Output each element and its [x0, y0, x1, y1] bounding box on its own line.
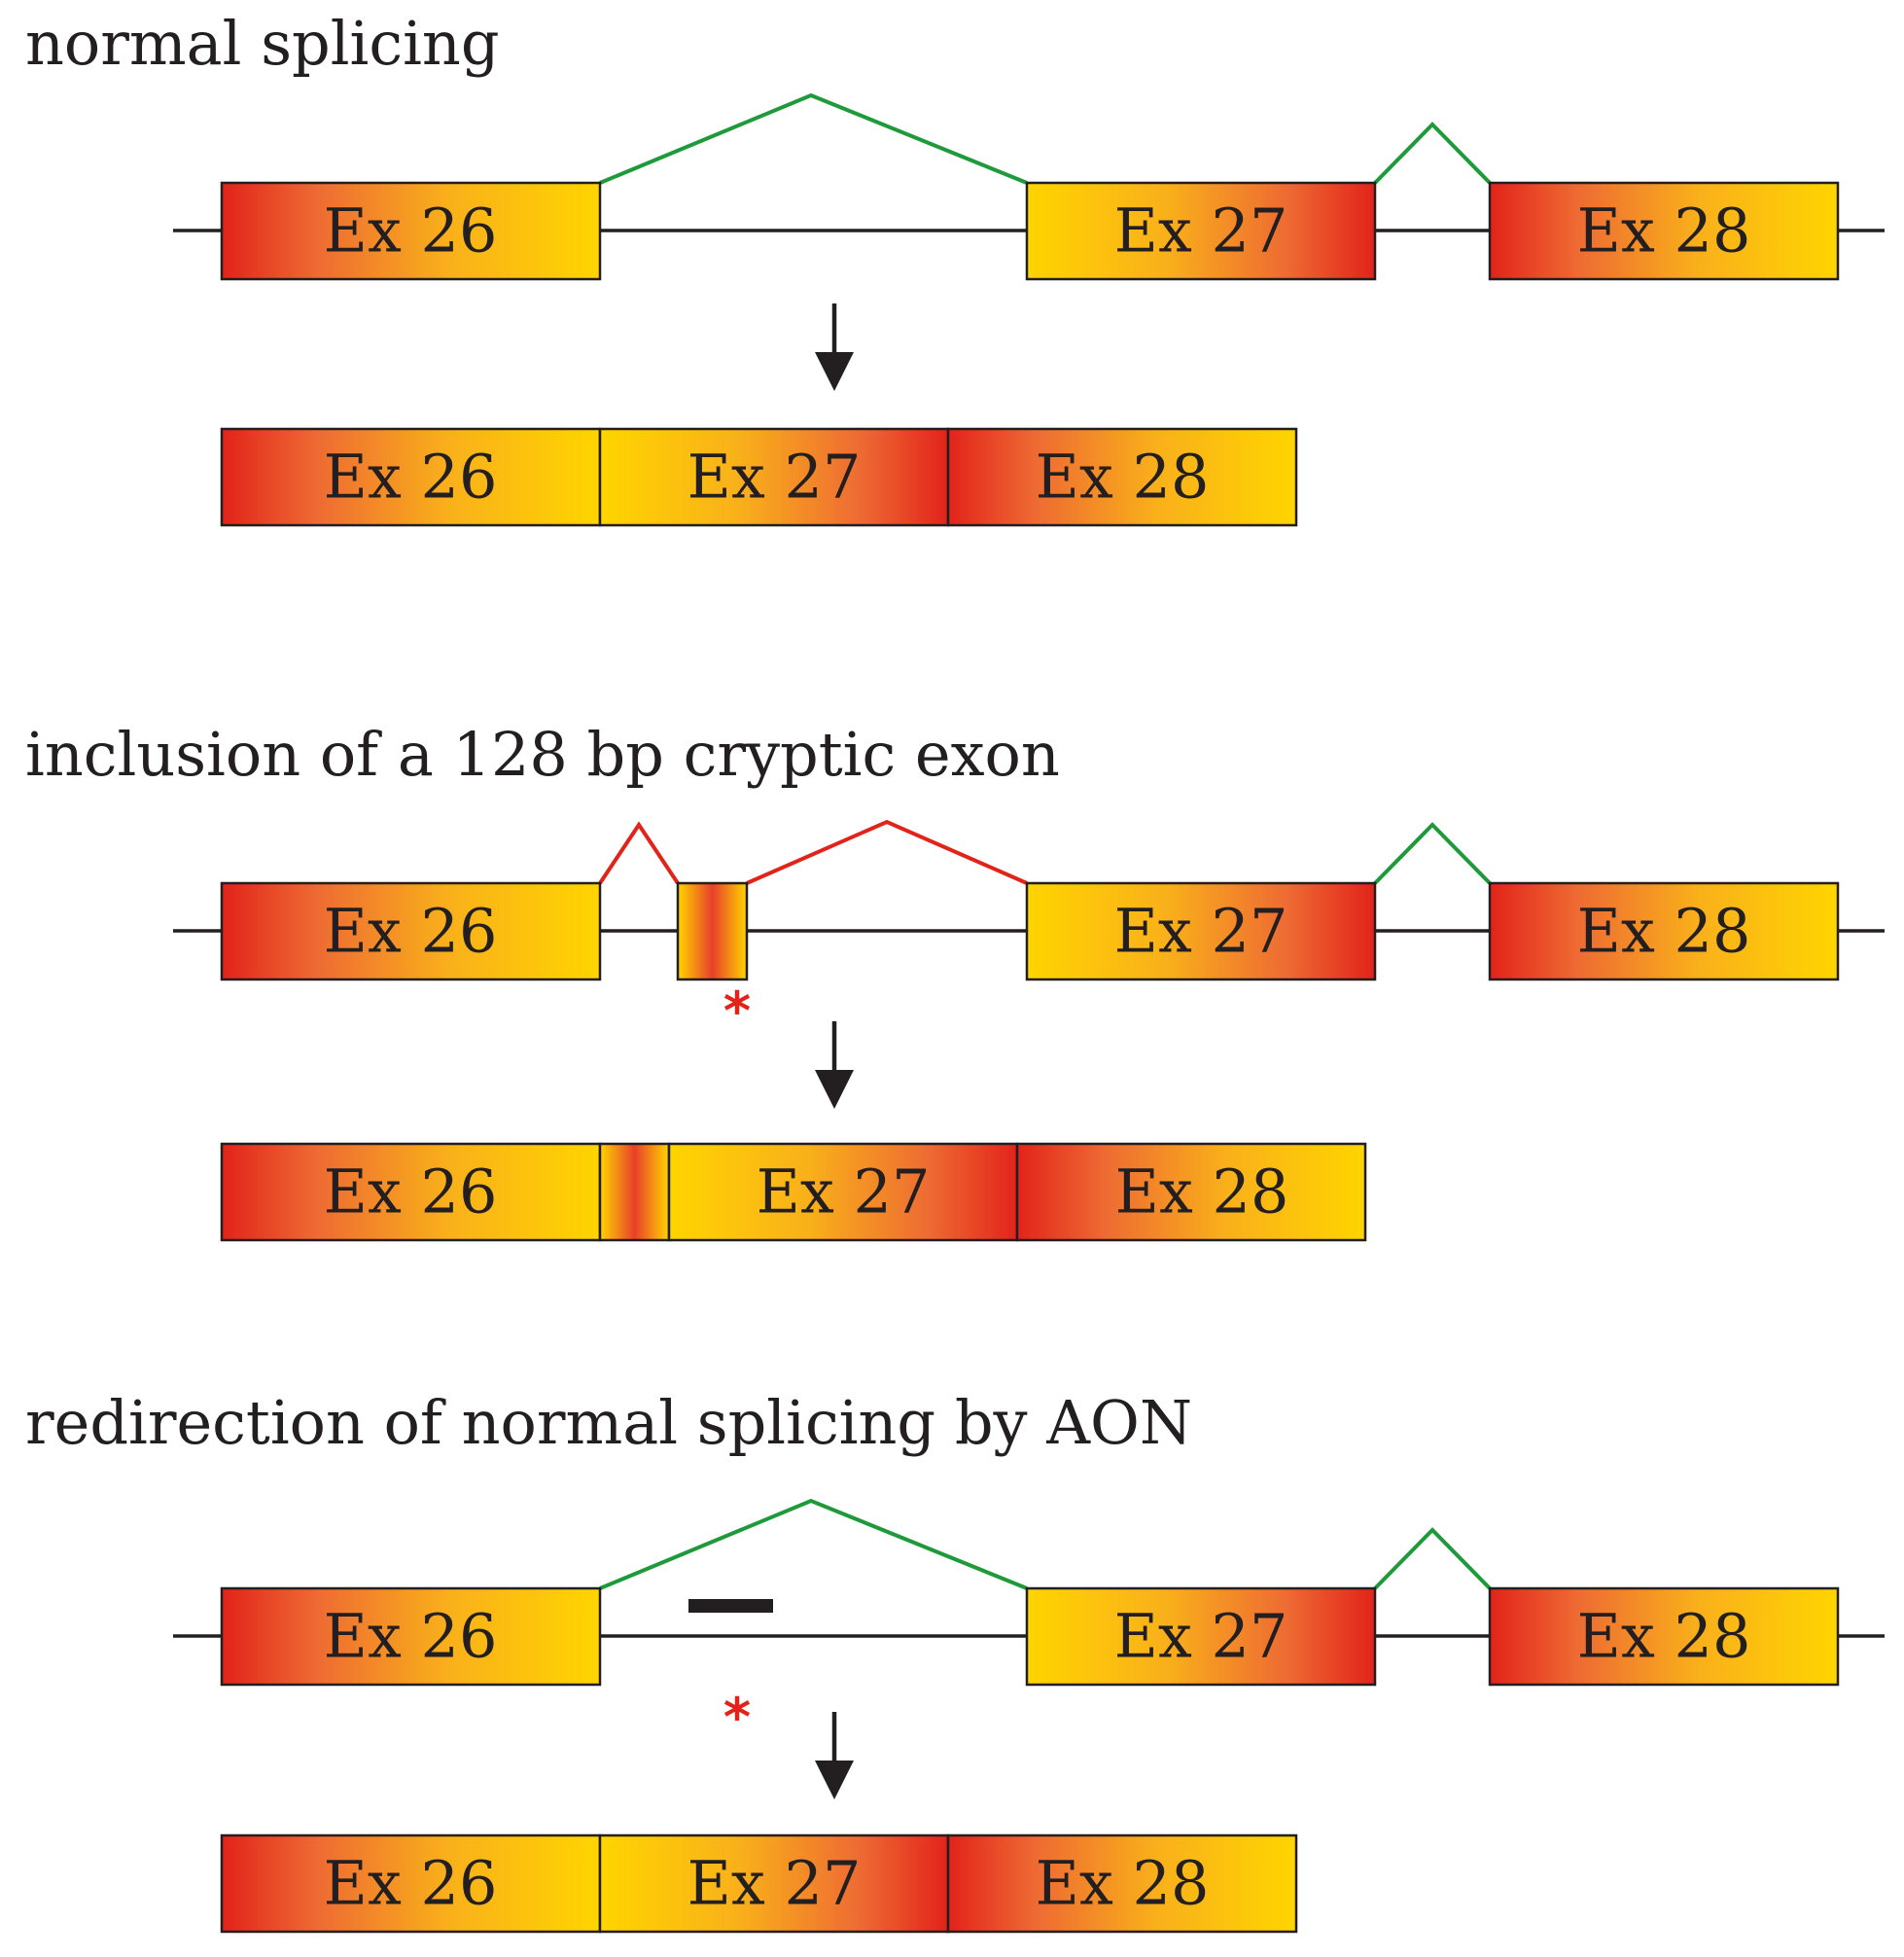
exon-26: Ex 26 [220, 1142, 602, 1242]
exon-27: Ex 27 [1025, 881, 1377, 981]
aon-oligo [688, 1599, 773, 1613]
panel-title: redirection of normal splicing by AON [25, 1387, 1192, 1458]
mutation-marker: * [723, 1687, 751, 1748]
exon-label: Ex 26 [324, 196, 498, 267]
aberrant-junction-cryptic-27 [746, 819, 1028, 885]
splice-junction-27-28 [1373, 822, 1492, 885]
exon-label: Ex 26 [324, 896, 498, 967]
exon-label: Ex 26 [324, 1848, 498, 1919]
exon-label: Ex 28 [1036, 1848, 1210, 1919]
exon-28: Ex 28 [1488, 881, 1840, 981]
exon-26: Ex 26 [220, 1833, 602, 1934]
exon-label: Ex 26 [324, 1601, 498, 1672]
exon-28: Ex 28 [946, 1833, 1298, 1934]
mature-mrna: Ex 26 Ex 27 Ex 28 [220, 427, 1298, 527]
exon-28: Ex 28 [1488, 1586, 1840, 1687]
splice-junction-26-27 [599, 92, 1028, 185]
exon-27: Ex 27 [598, 427, 950, 527]
exon-27: Ex 27 [667, 1142, 1019, 1242]
exon-label: Ex 26 [324, 1156, 498, 1228]
exon-26: Ex 26 [220, 1586, 602, 1687]
exon-label: Ex 28 [1036, 442, 1210, 513]
cryptic-exon [676, 881, 749, 981]
panel-normal-splicing: normal splicing Ex 26 Ex 27 Ex 28 [25, 8, 1885, 527]
exon-label: Ex 27 [1114, 1601, 1288, 1672]
splice-junction-26-27 [599, 1498, 1028, 1590]
exon-27: Ex 27 [598, 1833, 950, 1934]
exon-26: Ex 26 [220, 427, 602, 527]
exon-28: Ex 28 [946, 427, 1298, 527]
exon-label: Ex 27 [757, 1156, 931, 1228]
exon-label: Ex 28 [1577, 1601, 1751, 1672]
exon-28: Ex 28 [1488, 181, 1840, 281]
exon-label: Ex 28 [1577, 196, 1751, 267]
pre-mrna: Ex 26 * Ex 27 Ex 28 [173, 819, 1885, 1042]
exon-26: Ex 26 [220, 881, 602, 981]
mature-mrna: Ex 26 Ex 27 Ex 28 [220, 1142, 1367, 1242]
exon-26: Ex 26 [220, 181, 602, 281]
mutation-marker: * [723, 980, 751, 1042]
exon-label: Ex 27 [1114, 196, 1288, 267]
panel-title: normal splicing [25, 8, 500, 79]
aberrant-junction-26-cryptic [598, 821, 680, 885]
down-arrow [815, 1021, 854, 1109]
cryptic-exon [598, 1142, 671, 1242]
panel-cryptic-exon: inclusion of a 128 bp cryptic exon Ex 26… [25, 719, 1885, 1242]
panel-aon-redirection: redirection of normal splicing by AON * … [25, 1387, 1885, 1934]
mature-mrna: Ex 26 Ex 27 Ex 28 [220, 1833, 1298, 1934]
exon-label: Ex 27 [688, 1848, 862, 1919]
exon-label: Ex 28 [1577, 896, 1751, 967]
pre-mrna: * Ex 26 Ex 27 Ex 28 [173, 1498, 1885, 1748]
exon-27: Ex 27 [1025, 1586, 1377, 1687]
splice-junction-27-28 [1373, 1527, 1492, 1590]
exon-27: Ex 27 [1025, 181, 1377, 281]
exon-label: Ex 28 [1115, 1156, 1289, 1228]
pre-mrna: Ex 26 Ex 27 Ex 28 [173, 92, 1885, 281]
exon-28: Ex 28 [1015, 1142, 1367, 1242]
splice-junction-27-28 [1373, 122, 1492, 185]
exon-label: Ex 26 [324, 442, 498, 513]
panel-title: inclusion of a 128 bp cryptic exon [25, 719, 1060, 790]
down-arrow [815, 303, 854, 391]
exon-label: Ex 27 [688, 442, 862, 513]
down-arrow [815, 1712, 854, 1799]
exon-label: Ex 27 [1114, 896, 1288, 967]
